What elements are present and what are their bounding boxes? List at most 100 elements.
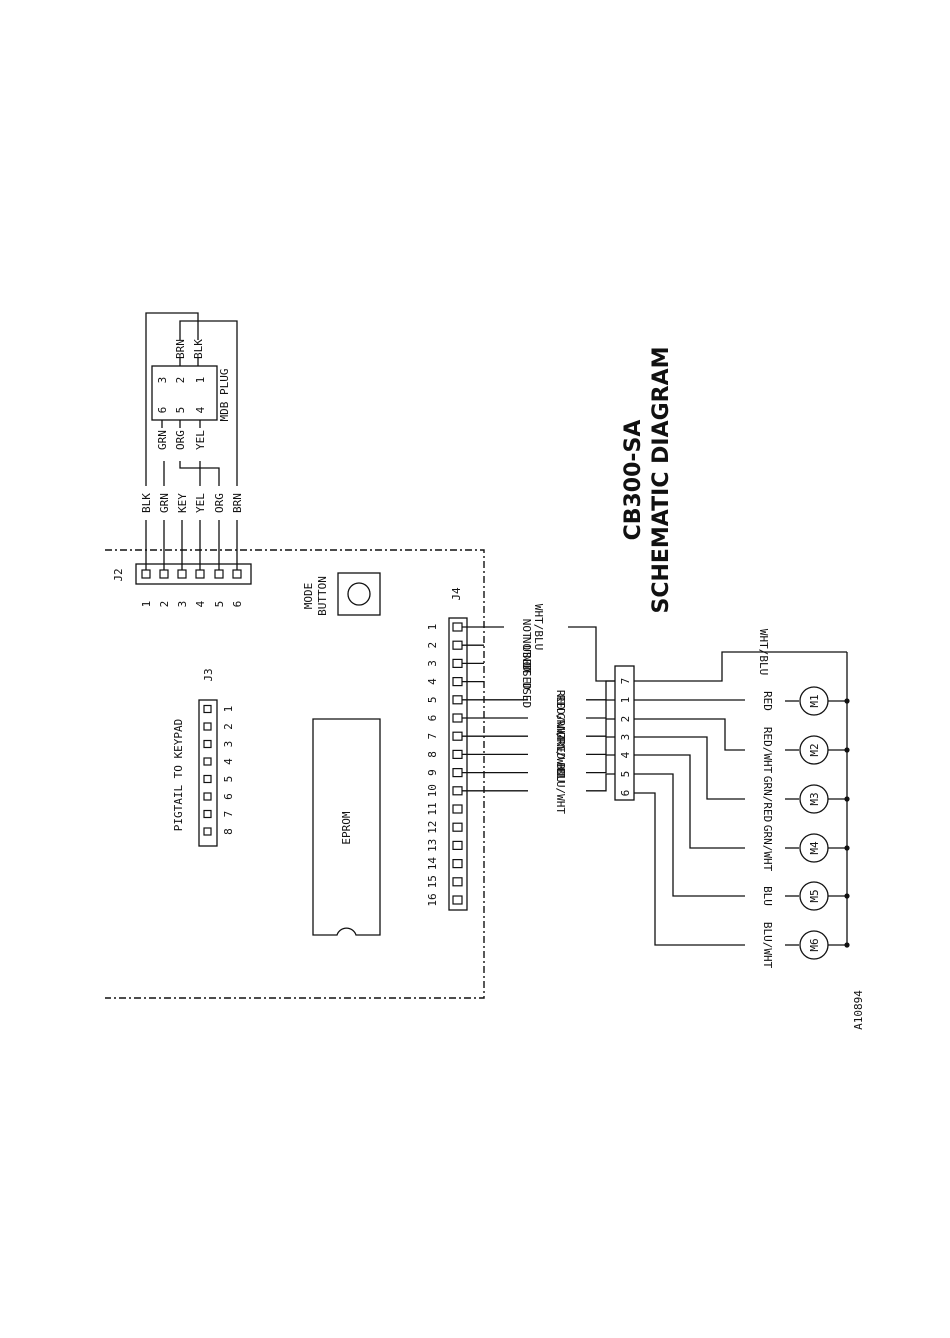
j4-wire	[586, 718, 615, 737]
j4-wire-label: RED	[554, 690, 567, 710]
j4-pin	[452, 731, 463, 741]
motor-connector-pin-number: 6	[619, 790, 632, 797]
motor-connector-pin-number: 2	[619, 716, 632, 723]
j2-pin-number: 3	[176, 601, 189, 608]
mode-button-line2: BUTTON	[316, 576, 329, 616]
j3-pin	[203, 774, 212, 784]
wire-blk	[145, 312, 199, 486]
j3-pin	[203, 739, 212, 749]
mdb-plug-label: MDB PLUG	[218, 369, 231, 422]
j3-pin-number: 3	[222, 741, 235, 748]
j4-pin	[452, 822, 463, 832]
wire-org	[179, 461, 220, 486]
motor-connector-pin-number: 5	[619, 771, 632, 778]
j2-pin	[177, 569, 187, 579]
j4-pin	[452, 840, 463, 851]
j4-connector	[448, 617, 468, 911]
mdb-plug-body	[151, 365, 218, 421]
j4-pin	[452, 676, 463, 687]
motor-wire-label: GRN/WHT	[761, 825, 774, 872]
mdb-pin-number: 5	[174, 407, 187, 414]
j2-wire-label: ORG	[213, 493, 226, 513]
j3-pin	[203, 722, 212, 731]
j2-connector	[135, 563, 252, 585]
mdb-pin-number: 2	[174, 377, 187, 384]
mode-button-body	[337, 572, 381, 616]
j4-pin-number: 4	[426, 678, 439, 685]
j4-pin-number: 16	[426, 893, 439, 906]
j4-pin-number: 12	[426, 821, 439, 834]
j3-pin-number: 5	[222, 776, 235, 783]
motor-wire	[634, 773, 745, 897]
j2-pin	[195, 569, 205, 579]
mdb-wire-label: ORG	[174, 430, 187, 450]
j4-wire-label: GRN/WHT	[554, 731, 567, 778]
mdb-pin-number: 4	[194, 406, 207, 413]
j2-pin	[214, 569, 224, 579]
j2-pin-number: 1	[140, 601, 153, 608]
j4-pin	[452, 640, 463, 650]
j4-pin-number: 15	[426, 875, 439, 888]
j2-wire-label: YEL	[194, 493, 207, 513]
j4-pin-number: 7	[426, 733, 439, 740]
j2-wire-label: KEY	[176, 493, 189, 513]
motor-wire-label: BLU/WHT	[761, 922, 774, 969]
j4-pin-number: 1	[426, 624, 439, 631]
j4-wire-label: BLU	[554, 763, 567, 783]
motor-connector	[614, 665, 635, 801]
j4-wire-label: NOT USED	[520, 619, 533, 672]
mdb-wire-label: GRN	[156, 430, 169, 450]
j3-pin-number: 6	[222, 793, 235, 800]
j4-pin	[452, 622, 463, 632]
motor-connector-pin-number: 3	[619, 734, 632, 741]
motor-wire	[634, 792, 745, 946]
j2-wire-label: BLK	[140, 493, 153, 513]
eprom-label: EPROM	[340, 811, 353, 844]
j4-pin-number: 8	[426, 751, 439, 758]
j3-pin	[203, 792, 212, 801]
j4-wire	[586, 773, 615, 792]
mode-button-line1: MODE	[302, 583, 315, 610]
j4-pin	[452, 804, 463, 814]
title-subtitle: SCHEMATIC DIAGRAM	[649, 346, 674, 613]
j3-caption: PIGTAIL TO KEYPAD	[172, 719, 185, 832]
mdb-wire-label: YEL	[194, 430, 207, 450]
junction-dot	[844, 942, 850, 948]
junction-dot	[844, 893, 850, 899]
mode-button-circle	[347, 582, 371, 606]
junction-dot	[844, 796, 850, 802]
j4-wire-label: GRN/RED	[554, 713, 567, 759]
j3-pin-number: 2	[222, 723, 235, 730]
mdb-wire-label: BLK	[192, 339, 205, 359]
j4-wire	[586, 736, 615, 756]
common-wire	[634, 651, 847, 682]
junction-dot	[844, 698, 850, 704]
j2-pin	[141, 569, 151, 579]
motor-name: M3	[808, 792, 821, 805]
motor-name: M6	[808, 938, 821, 951]
j2-pin-number: 6	[231, 601, 244, 608]
j4-pin-number: 5	[426, 696, 439, 703]
j4-pin	[452, 713, 463, 723]
j3-pin-number: 8	[222, 828, 235, 835]
j4-pin	[452, 877, 463, 887]
motor-connector-pin-number: 1	[619, 697, 632, 704]
j4-pin	[452, 858, 463, 869]
j2-pin	[232, 569, 242, 579]
motor-wire	[634, 718, 745, 751]
j3-label: J3	[202, 668, 215, 681]
common-wire-label: WHT/BLU	[757, 629, 770, 675]
j4-pin	[452, 786, 463, 796]
j4-pin	[452, 658, 463, 669]
j3-pin-number: 7	[222, 811, 235, 818]
eprom-chip	[312, 718, 381, 936]
mdb-pin-number: 1	[194, 377, 207, 384]
j4-pin-number: 10	[426, 784, 439, 797]
mdb-pin-number: 3	[156, 377, 169, 384]
j4-wire	[586, 680, 615, 701]
mdb-pin-number: 6	[156, 407, 169, 414]
